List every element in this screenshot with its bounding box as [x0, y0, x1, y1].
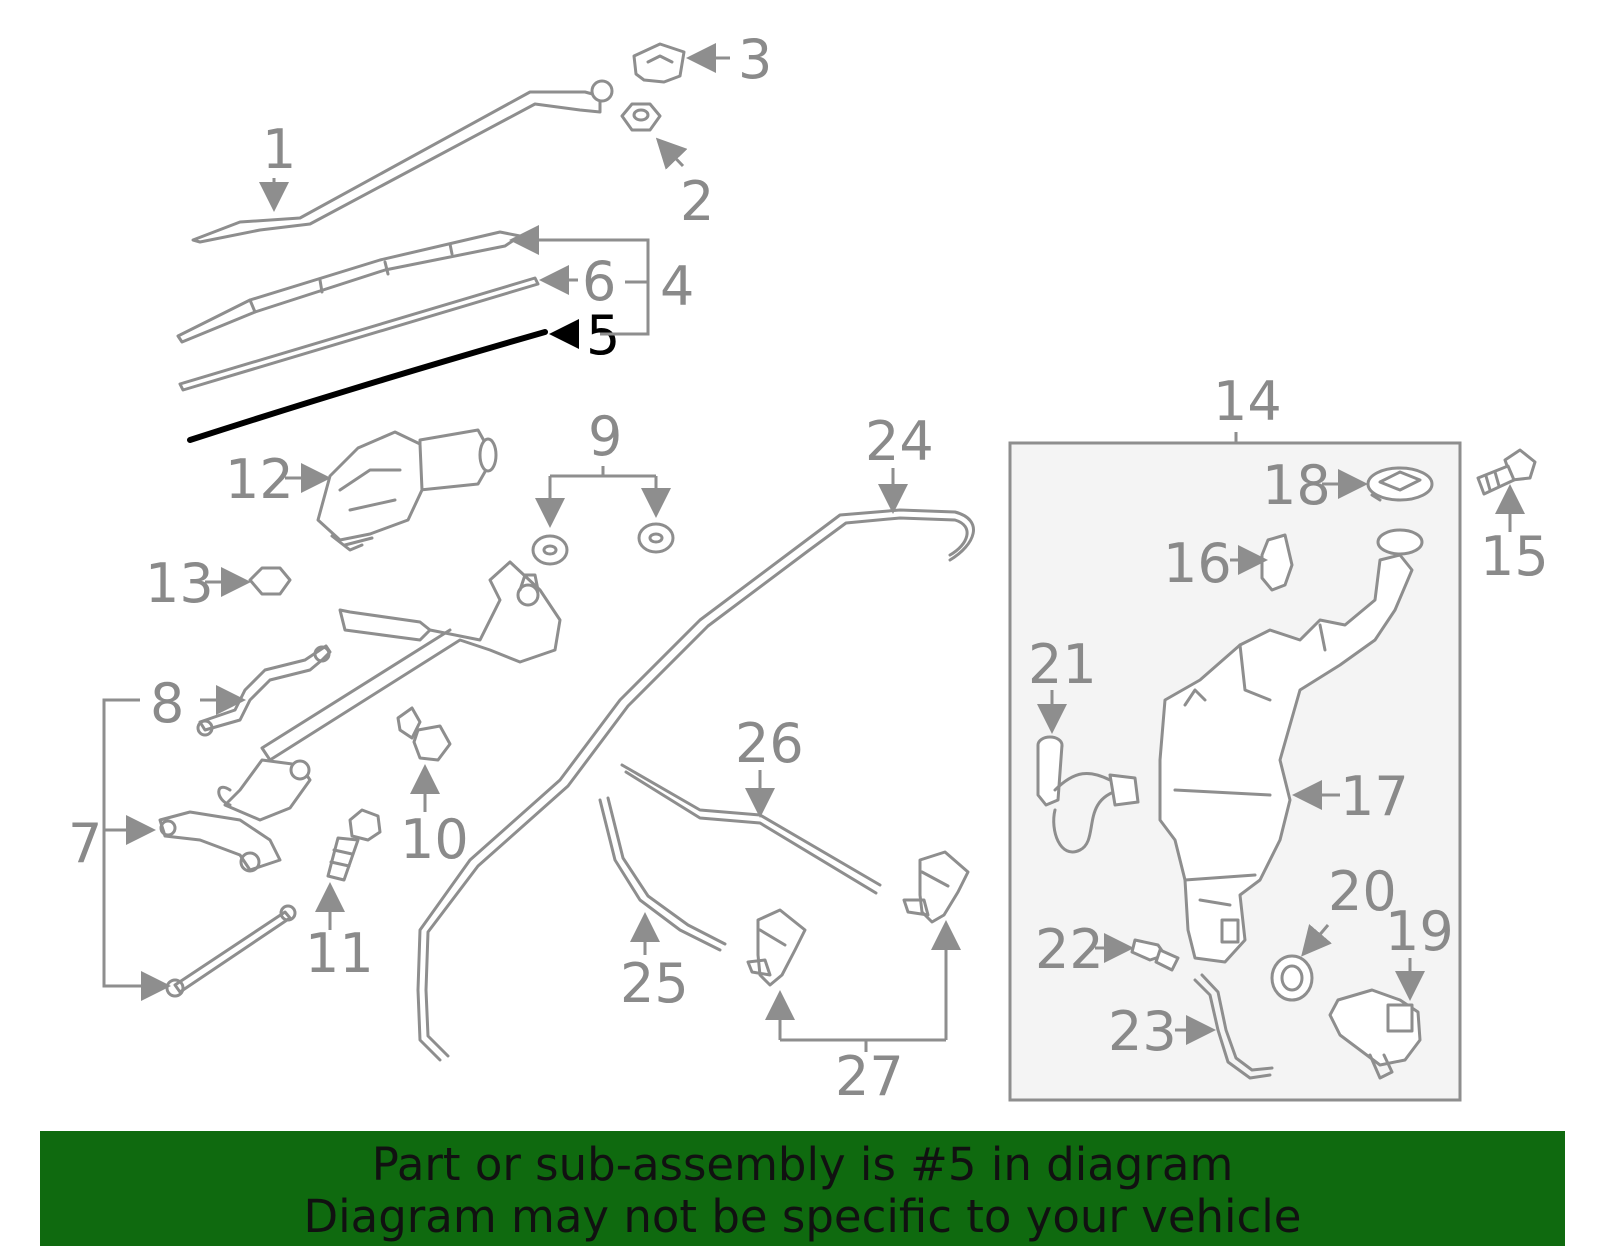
clip-part [1260, 533, 1294, 592]
wiper-linkage-part [158, 560, 562, 873]
callout-10: 10 [400, 808, 469, 871]
callout-21: 21 [1028, 633, 1097, 696]
wiper-blade-part [176, 230, 522, 344]
hose-23-part [1193, 973, 1274, 1080]
callout-26: 26 [735, 712, 804, 775]
callout-12: 12 [225, 448, 294, 511]
callout-17: 17 [1340, 765, 1409, 828]
washer-pump-part [1328, 988, 1422, 1080]
callout-22: 22 [1035, 918, 1104, 981]
banner-line-1: Part or sub-assembly is #5 in diagram [371, 1138, 1234, 1191]
callout-25: 25 [620, 952, 689, 1015]
blade-frame-part [178, 276, 540, 392]
callout-13: 13 [145, 552, 214, 615]
callout-27: 27 [835, 1045, 904, 1108]
reservoir-cap-part [1366, 466, 1434, 502]
washer-reservoir-part [1158, 528, 1424, 964]
arm-cap-part [632, 42, 686, 84]
callout-3: 3 [738, 28, 772, 91]
hose-26-part [620, 763, 882, 895]
callout-16: 16 [1163, 532, 1232, 595]
drive-link-part [196, 644, 332, 737]
banner-line-2: Diagram may not be specific to your vehi… [303, 1190, 1302, 1243]
callout-15: 15 [1480, 525, 1549, 588]
callout-20: 20 [1328, 860, 1397, 923]
callout-6: 6 [582, 250, 616, 313]
callout-7: 7 [68, 812, 102, 875]
callout-18: 18 [1262, 454, 1331, 517]
hose-25-part [598, 796, 727, 952]
callout-4: 4 [660, 255, 694, 318]
washer-nozzle-part [746, 850, 970, 987]
callout-23: 23 [1108, 1000, 1177, 1063]
bolt-11-part [326, 808, 382, 882]
callout-11: 11 [305, 922, 374, 985]
nut-part [620, 102, 662, 132]
blade-refill-part [187, 329, 548, 443]
callout-9: 9 [588, 405, 622, 468]
callout-8: 8 [150, 672, 184, 735]
callout-24: 24 [865, 410, 934, 473]
grommet-part [1270, 954, 1314, 1002]
bolt-15-part [1476, 448, 1537, 496]
linkage-rod-part [165, 904, 297, 998]
part-notice-banner: Part or sub-assembly is #5 in diagram Di… [40, 1131, 1565, 1246]
bolt-10-part [396, 706, 452, 762]
wiper-motor-part [316, 428, 498, 552]
callout-1: 1 [262, 118, 296, 181]
callout-2: 2 [680, 170, 714, 233]
callout-19: 19 [1385, 900, 1454, 963]
washer-hose-24-part [416, 508, 975, 1062]
wiper-arm-part [191, 79, 614, 244]
level-sensor-part [1036, 735, 1140, 854]
nut-13-part [248, 566, 292, 596]
washer-part [531, 522, 675, 566]
callout-14: 14 [1213, 370, 1282, 433]
